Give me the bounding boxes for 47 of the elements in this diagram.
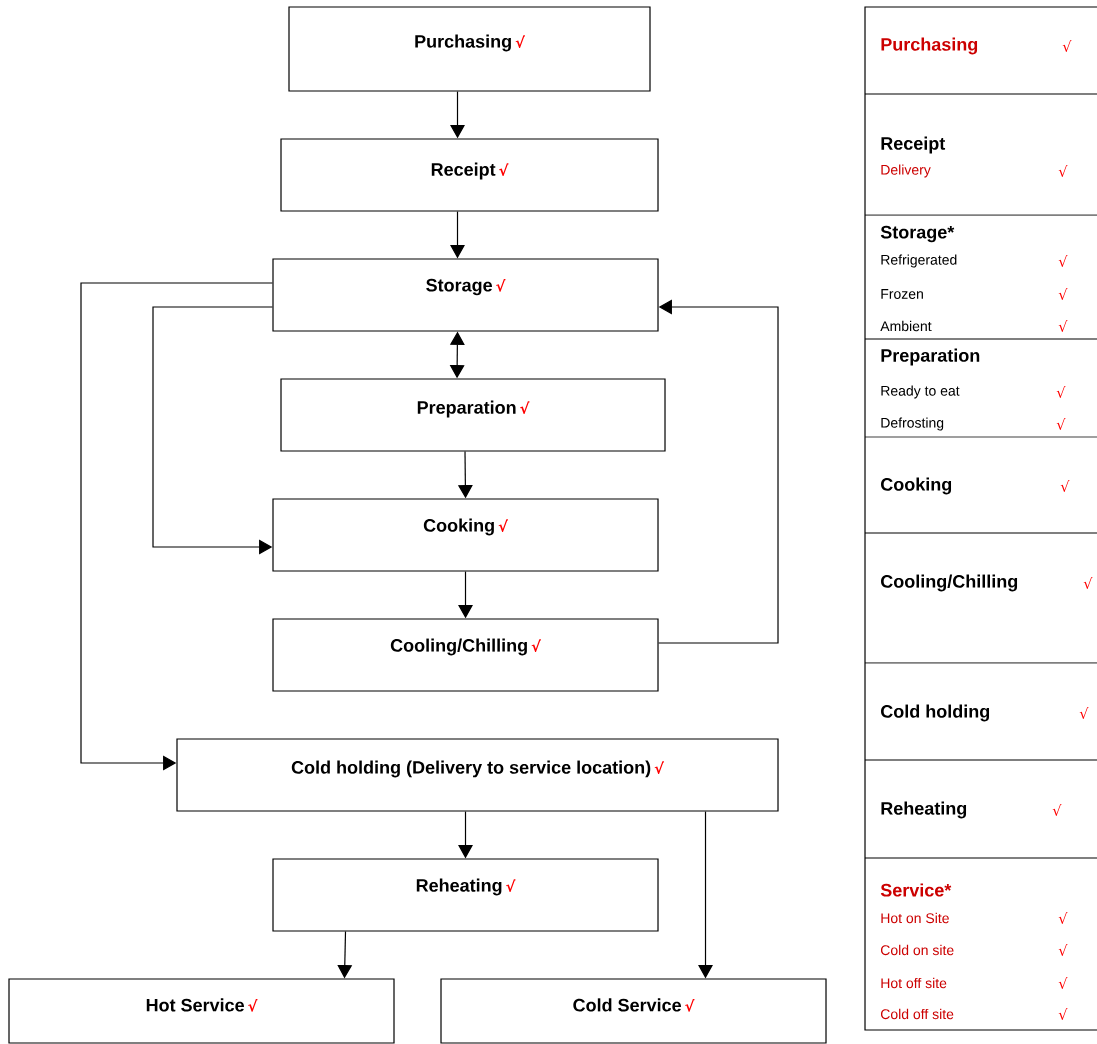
table-text: Cold off site xyxy=(881,1008,954,1020)
process-box: Cooling/Chilling √ xyxy=(272,618,659,692)
table-text: Ready to eat xyxy=(881,385,960,399)
process-box: Cold Service √ xyxy=(440,978,827,1044)
process-box: Preparation √ xyxy=(280,378,666,452)
check-mark: √ xyxy=(1058,911,1068,925)
arrow xyxy=(658,299,779,644)
process-box: Hot Service √ xyxy=(8,978,395,1044)
check-mark: √ xyxy=(1083,576,1093,590)
arrow xyxy=(80,282,273,771)
table-text: Receipt xyxy=(881,136,946,154)
check-mark: √ xyxy=(1058,976,1068,990)
table-text: Refrigerated xyxy=(881,254,957,268)
check-mark: √ xyxy=(1058,943,1068,957)
table-text: Cold holding xyxy=(881,704,990,722)
table-text: Cold on site xyxy=(881,944,954,956)
table-text: Cooling/Chilling xyxy=(881,574,1018,592)
table-text: Hot on Site xyxy=(881,912,949,924)
process-box: Cooking √ xyxy=(272,498,659,572)
table-text: Frozen xyxy=(881,289,923,299)
table-text: Storage* xyxy=(880,225,955,243)
table-text: Defrosting xyxy=(881,417,944,431)
process-box: Receipt √ xyxy=(280,138,659,212)
check-mark: √ xyxy=(1056,385,1066,399)
check-mark: √ xyxy=(1058,1007,1068,1021)
check-mark: √ xyxy=(1062,39,1072,53)
process-box: Reheating √ xyxy=(272,858,659,932)
process-box: Storage √ xyxy=(272,258,659,332)
check-mark: √ xyxy=(1058,164,1068,178)
process-box: Purchasing √ xyxy=(288,6,651,92)
check-mark: √ xyxy=(1058,254,1068,268)
table-text: Delivery xyxy=(881,164,931,178)
arrow xyxy=(152,306,273,555)
process-box: Cold holding (Delivery to service location) √ xyxy=(176,738,779,812)
table-text: Service* xyxy=(880,883,952,897)
check-mark: √ xyxy=(1052,803,1062,817)
check-mark: √ xyxy=(1058,319,1068,333)
table-text: Ambient xyxy=(880,320,932,332)
table-text: Cooking xyxy=(881,477,952,495)
check-mark: √ xyxy=(1058,287,1068,301)
table-text: Hot off site xyxy=(881,977,947,989)
table-text: Purchasing xyxy=(881,37,978,55)
check-mark: √ xyxy=(1079,706,1089,720)
check-mark: √ xyxy=(1060,479,1070,493)
table-text: Preparation xyxy=(881,348,980,366)
table-text: Reheating xyxy=(881,801,967,819)
check-mark: √ xyxy=(1056,417,1066,431)
